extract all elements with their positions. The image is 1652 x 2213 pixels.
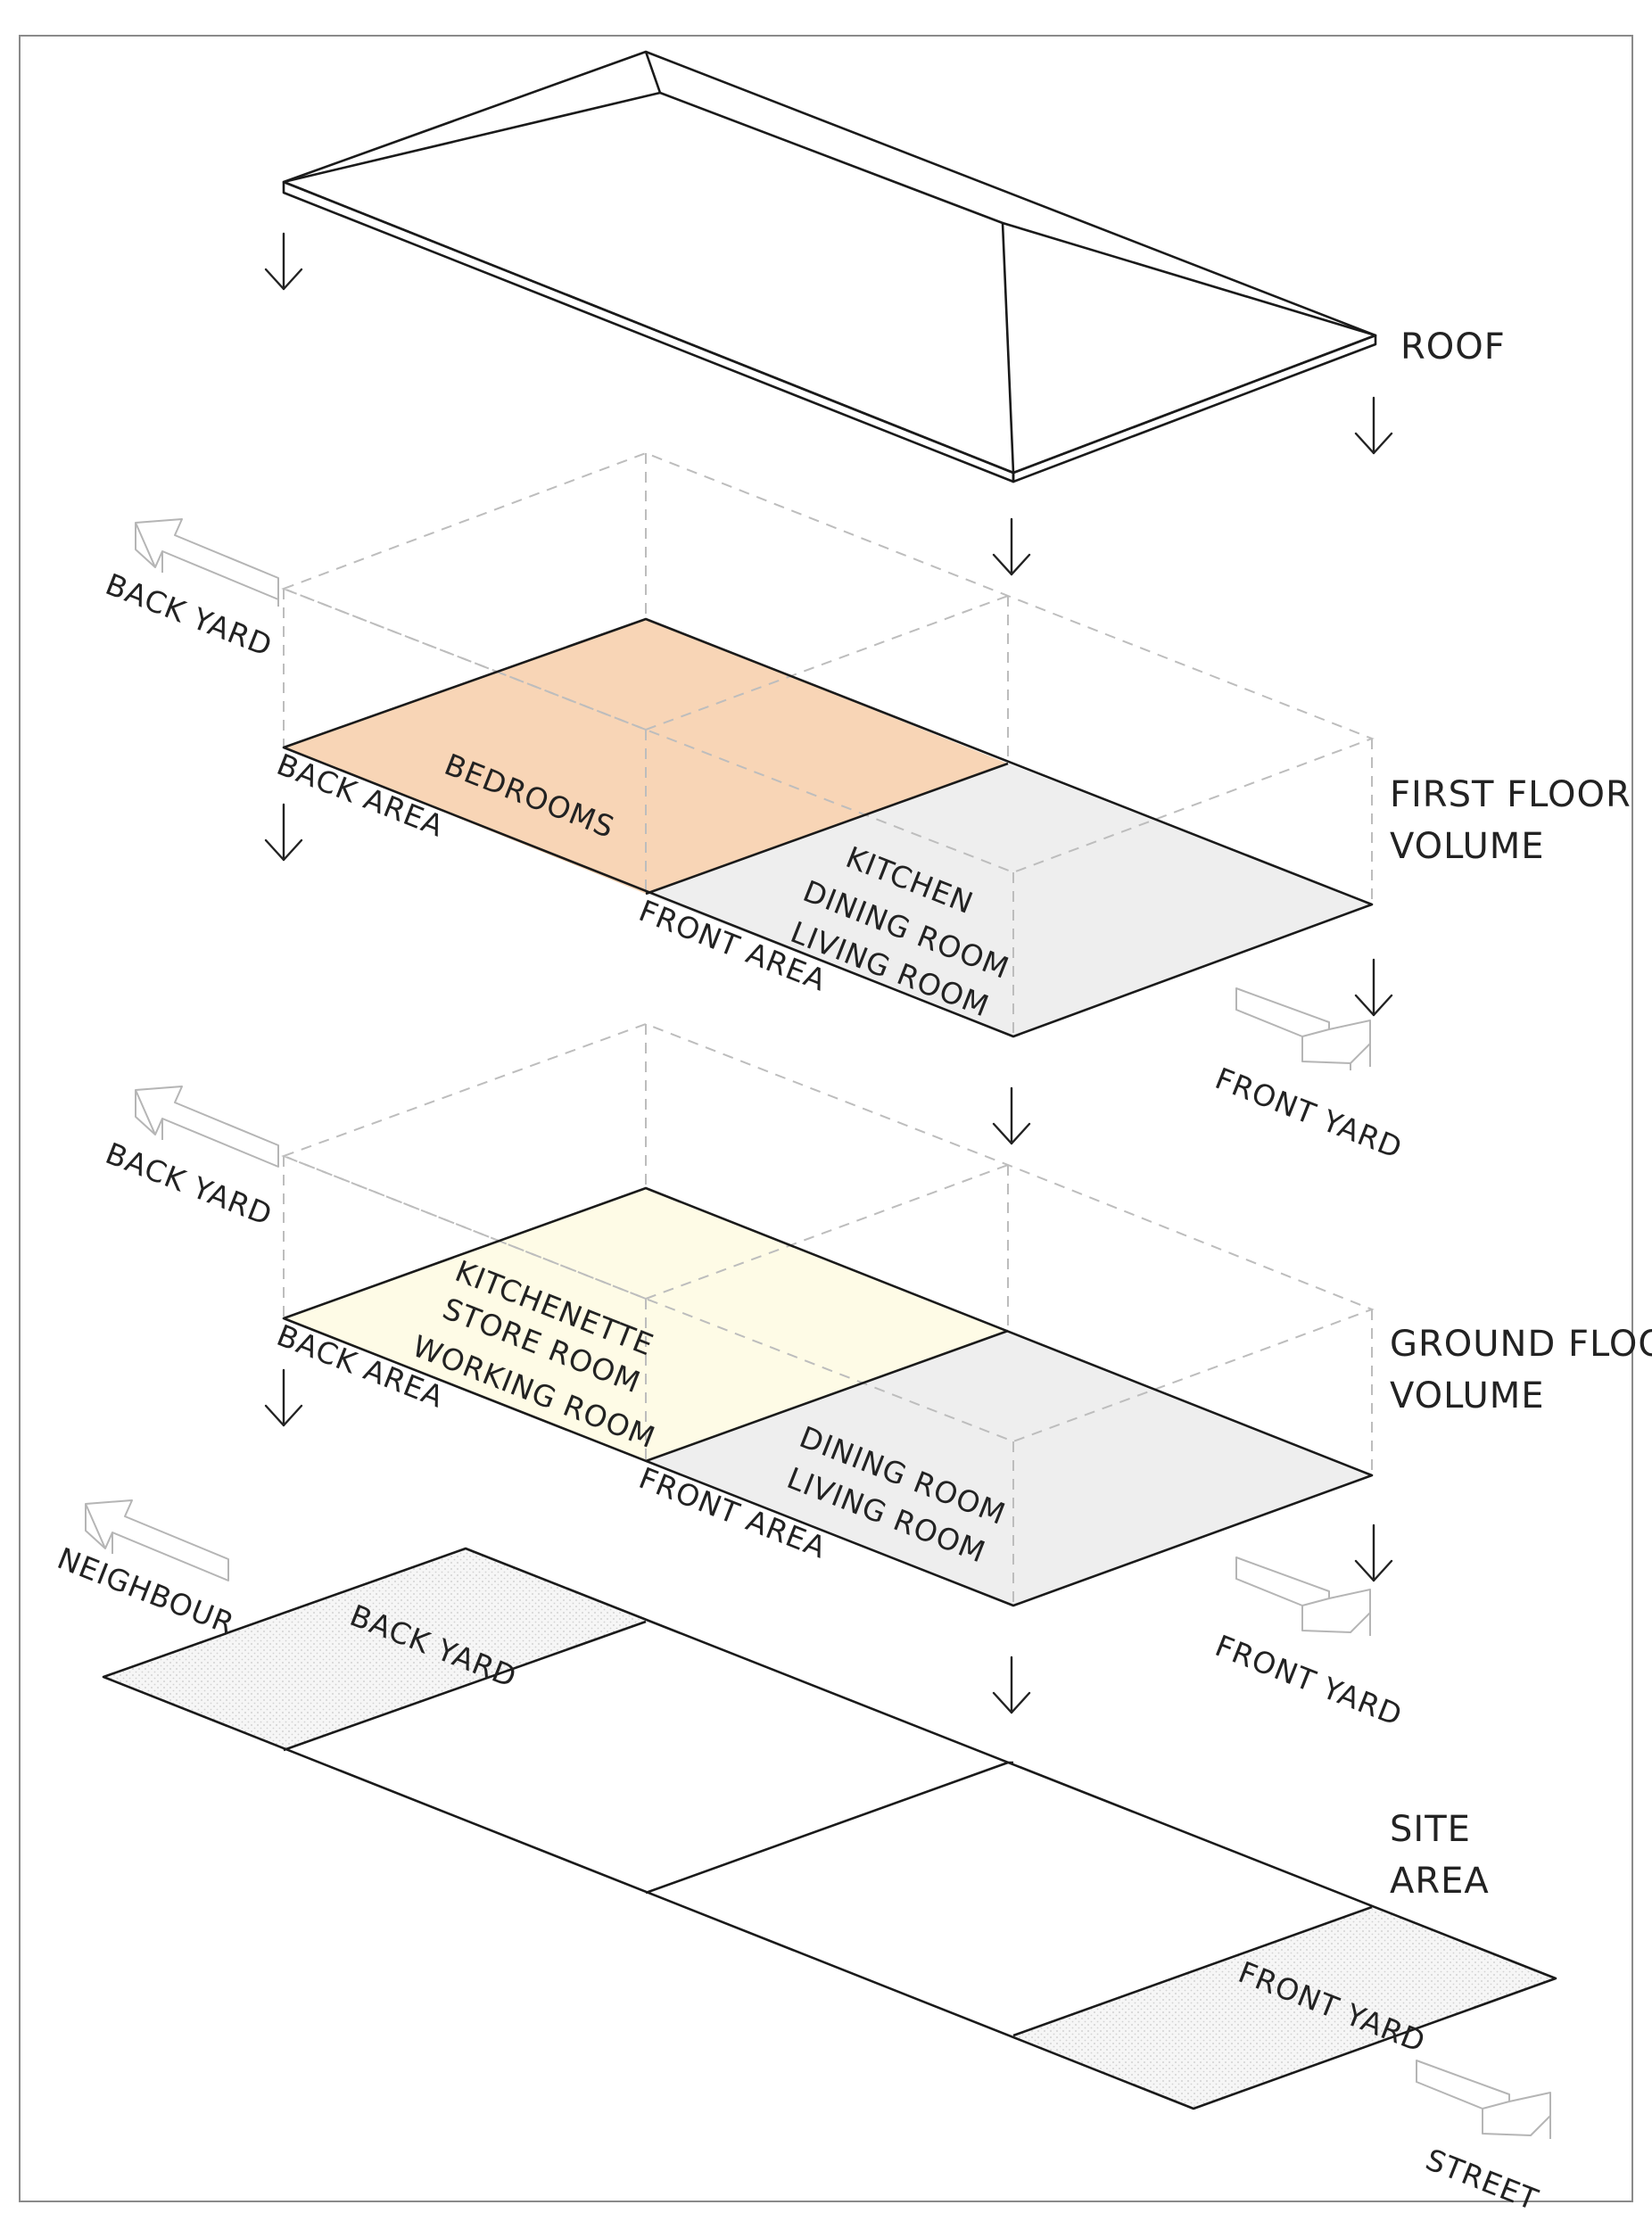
direction-arrows [85,518,1551,2139]
first-floor-outline [282,617,1374,1038]
ground-floor-divider [645,1329,1009,1463]
first-floor-label-line1: FIRST FLOOR [1390,774,1631,815]
frame-border [19,35,1633,2202]
ground-floor-volume [281,1022,1375,1607]
down-arrow-icon [264,1368,303,1427]
site-label-line1: SITE [1390,1809,1471,1850]
down-arrow-icon [992,1656,1031,1714]
site-front-yard-zone [1013,1907,1556,2109]
down-arrow-icon [264,803,303,862]
ground-floor-front-yard-label: FRONT YARD [1210,1628,1408,1733]
back-direction-arrow-icon [135,1086,279,1168]
first-floor-divider [645,762,1009,896]
first-floor-back-yard-label: BACK YARD [101,566,277,664]
front-direction-arrow-icon [1416,2060,1551,2139]
roof-fascia-right [1012,334,1377,483]
ground-floor-back-yard-label: BACK YARD [101,1135,277,1233]
site-street-label: STREET [1421,2142,1543,2209]
down-arrow-icon [1354,1524,1393,1582]
site-outline [102,1547,1557,2110]
ground-floor-outline [282,1186,1374,1607]
first-floor-volume [281,451,1375,1038]
down-arrow-icon [992,517,1031,576]
site-line-front [1012,1905,1373,2037]
site-back-yard-zone [103,1548,646,1750]
ground-floor-front-zone [646,1331,1372,1606]
front-direction-arrow-icon [1235,987,1371,1070]
site-line-back [283,1620,647,1752]
down-arrows [264,232,1393,1714]
down-arrow-icon [1354,396,1393,455]
first-floor-front-zone [646,764,1372,1036]
ground-floor-label-line2: VOLUME [1390,1375,1545,1416]
roof [282,50,1377,483]
first-floor-label-line2: VOLUME [1390,826,1545,867]
back-direction-arrow-icon [135,518,279,607]
ground-floor-dashed-volume [281,1022,1375,1606]
roof-label: ROOF [1400,326,1506,367]
ground-floor-label-line1: GROUND FLOOR [1390,1324,1652,1365]
down-arrow-icon [1354,958,1393,1017]
back-direction-arrow-icon [85,1499,229,1581]
site-neighbour-label: NEIGHBOUR [53,1540,239,1641]
front-direction-arrow-icon [1235,1557,1371,1636]
roof-ridge [659,91,1004,225]
roof-hip-front [1001,221,1376,474]
first-floor-dashed-volume [281,451,1375,1036]
site-area-plane [102,1547,1557,2110]
down-arrow-icon [264,232,303,291]
roof-fascia-left [282,180,1015,483]
down-arrow-icon [992,1086,1031,1145]
first-floor-front-yard-label: FRONT YARD [1210,1061,1408,1166]
site-label-line2: AREA [1390,1861,1490,1902]
site-line-middle [645,1761,1013,1895]
